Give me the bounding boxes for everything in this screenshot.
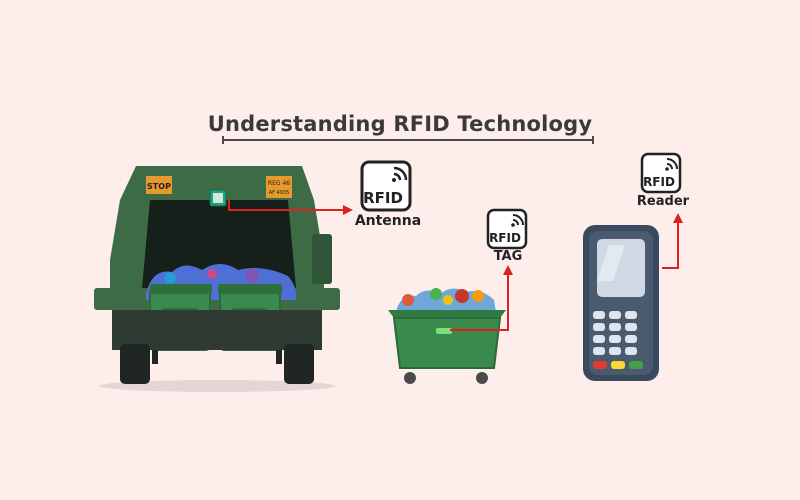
truck-shadow (99, 380, 335, 392)
diagram-title: Understanding RFID Technology (207, 112, 593, 136)
reader-label: Reader (636, 194, 690, 209)
handheld-reader (583, 225, 659, 381)
garbage-truck: STOP REG 46 AF 4935 (94, 166, 340, 392)
bin-rfid-tag (436, 328, 452, 334)
plate-text: REG 46 (268, 180, 290, 187)
rfid-antenna-icon: RFID (360, 160, 414, 212)
reader-arrow (662, 213, 683, 269)
reader-red-key (593, 361, 607, 369)
plate-subtext: AF 4935 (269, 190, 290, 196)
reader-green-key (629, 361, 643, 369)
tag-arrow (450, 265, 513, 331)
rfid-tag-icon: RFID (486, 208, 530, 250)
antenna-arrow (228, 200, 353, 215)
stop-label: STOP (147, 182, 171, 191)
title-underline (222, 136, 594, 144)
rfid-text: RFID (643, 175, 675, 189)
tag-label: TAG (493, 249, 523, 264)
antenna-label: Antenna (354, 213, 422, 229)
rfid-text: RFID (489, 231, 521, 245)
reader-yellow-key (611, 361, 625, 369)
reader-keypad (593, 311, 637, 355)
rfid-reader-icon: RFID (640, 152, 684, 194)
rfid-text: RFID (363, 189, 403, 207)
